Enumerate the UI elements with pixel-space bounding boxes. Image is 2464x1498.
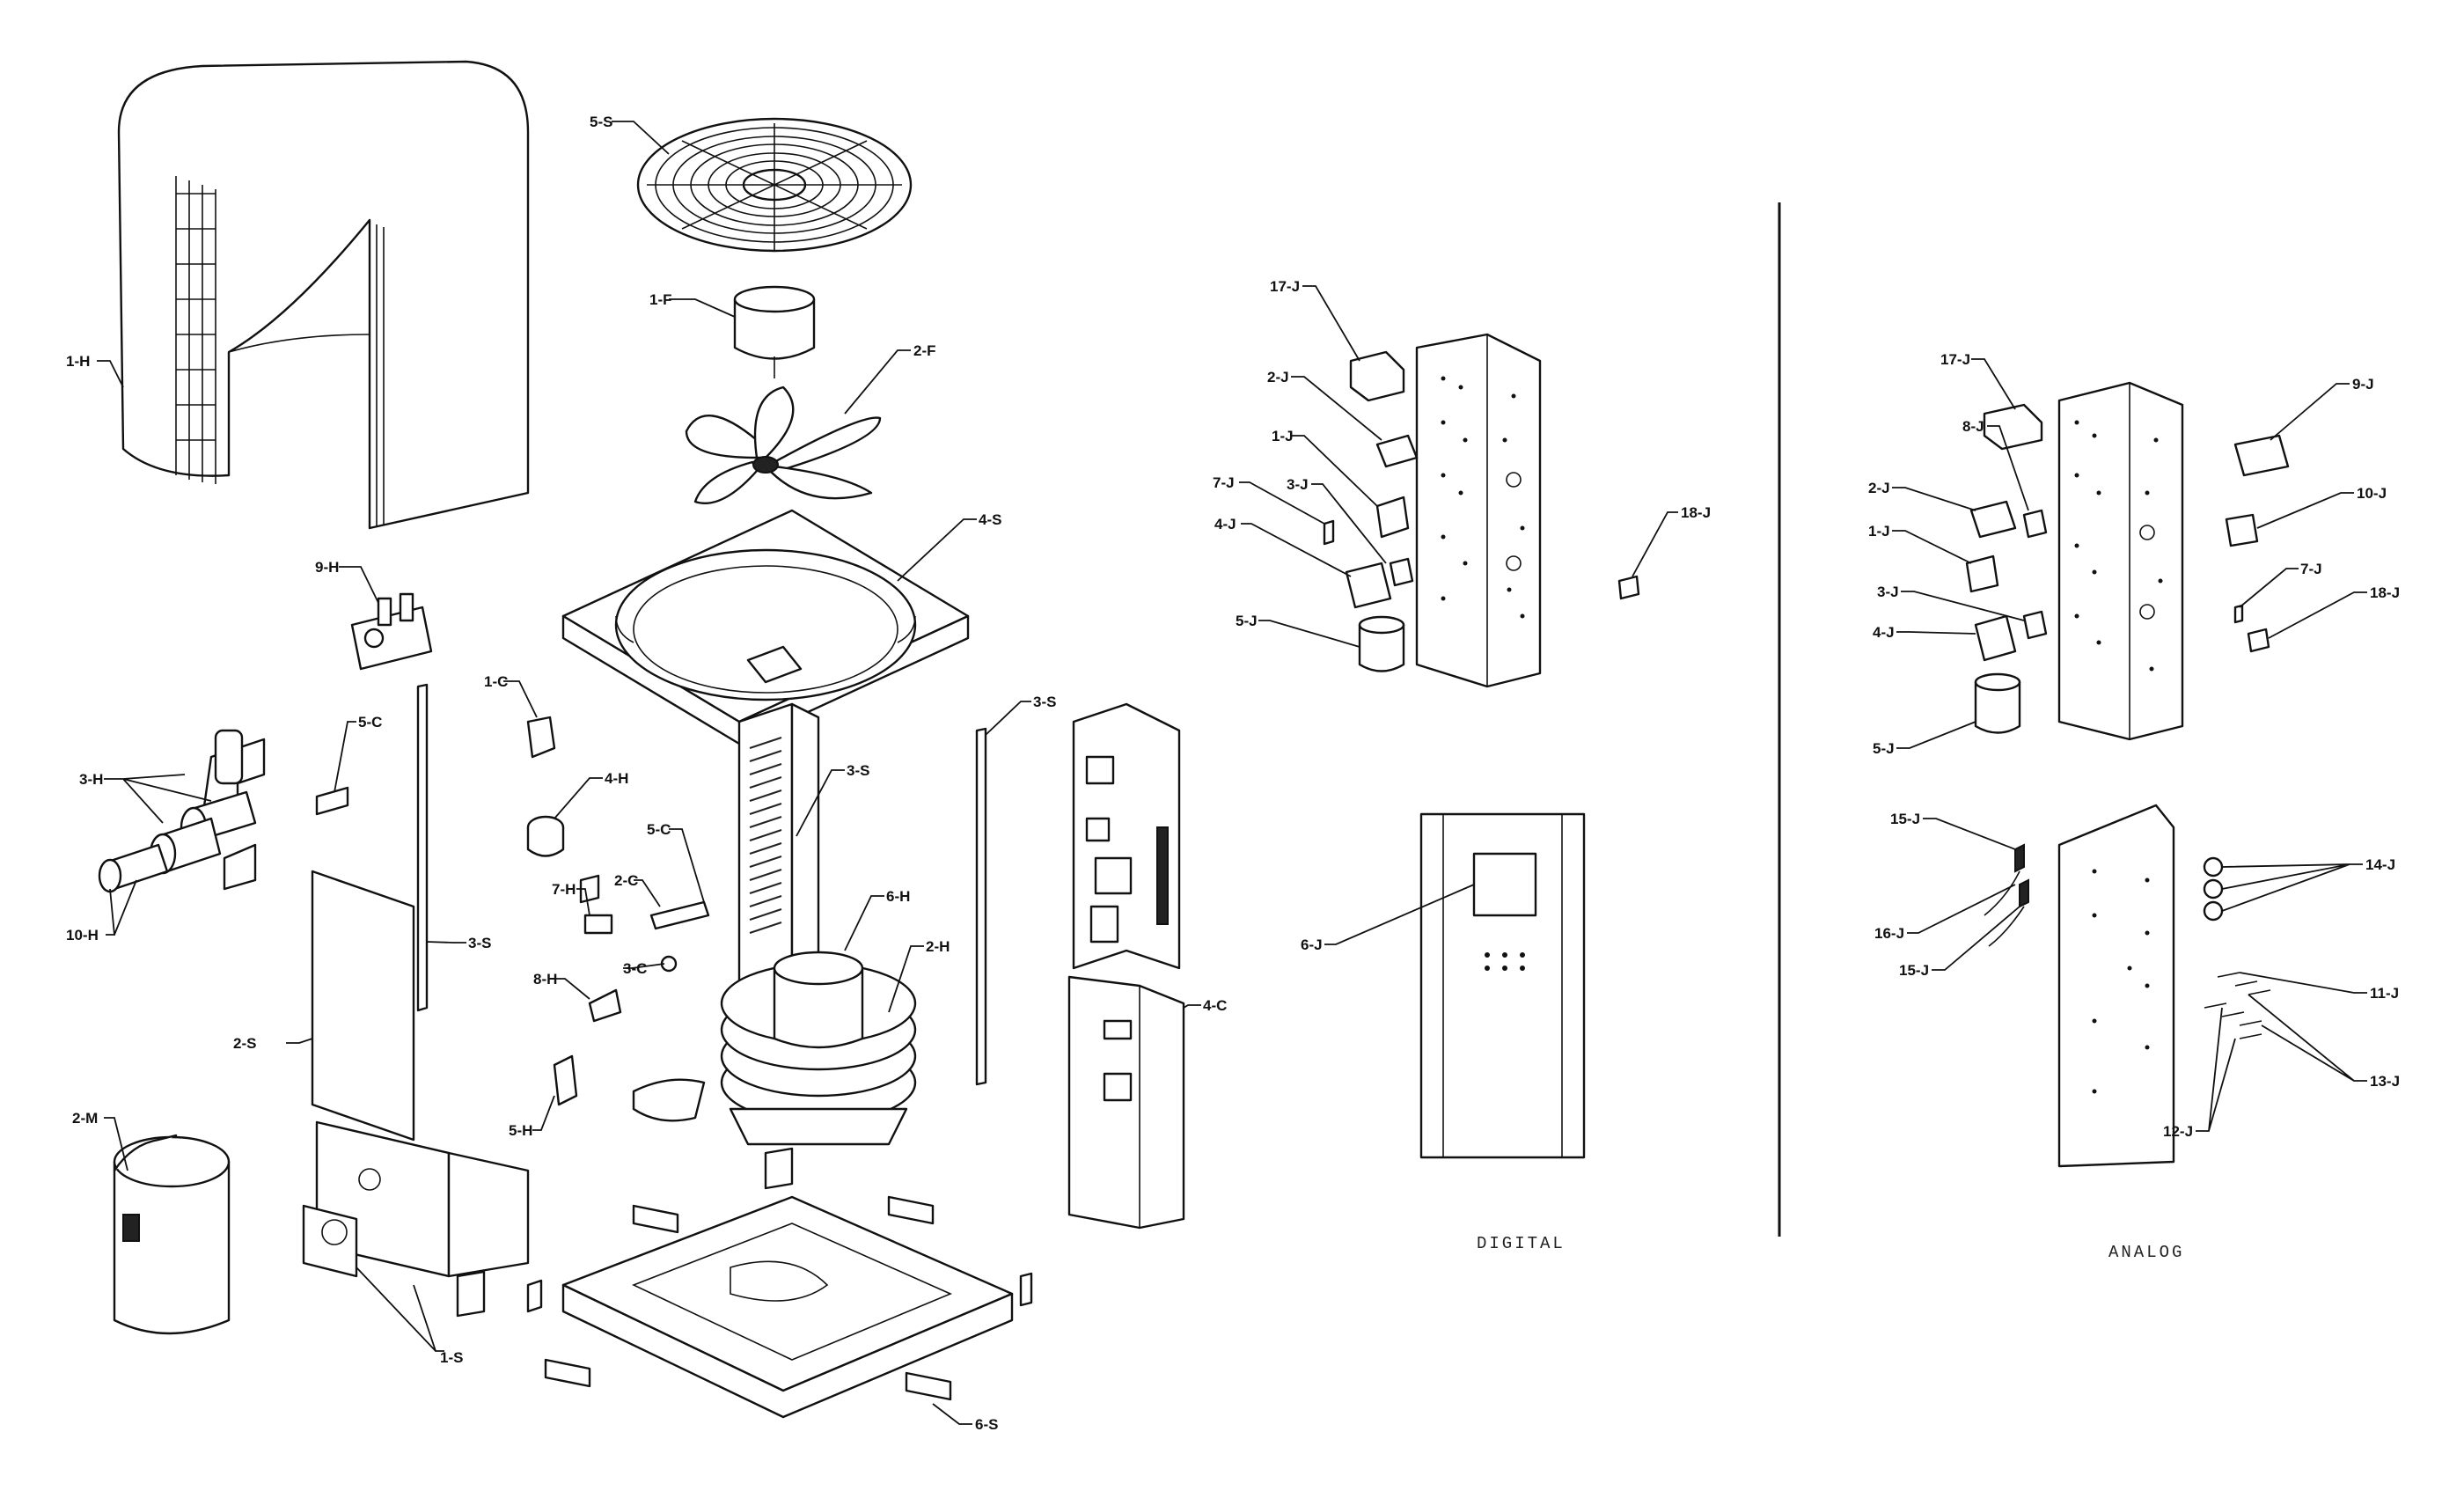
analog-panel-assembly (1965, 381, 2290, 1168)
control-box (1067, 702, 1185, 1230)
callout-a-3-j: 3-J (1877, 584, 1899, 600)
callout-8-h: 8-H (533, 971, 557, 988)
callout-3-c: 3-C (623, 960, 647, 977)
callout-2-c: 2-C (614, 872, 638, 889)
fan-motor (733, 285, 816, 378)
callout-a-15-j-bottom: 15-J (1899, 962, 1929, 979)
fan-blade (685, 386, 882, 504)
callout-a-15-j-top: 15-J (1890, 811, 1920, 827)
callout-a-8-j: 8-J (1962, 418, 1984, 435)
callout-a-18-j: 18-J (2370, 584, 2400, 601)
callout-d-3-j: 3-J (1287, 476, 1309, 493)
callout-1-f: 1-F (649, 291, 672, 308)
leader-lines (97, 121, 2367, 1425)
digital-caption: DIGITAL (1477, 1234, 1566, 1253)
callout-a-1-j: 1-J (1868, 523, 1890, 540)
callout-3-s-left: 3-S (468, 935, 491, 951)
callout-d-2-j: 2-J (1267, 369, 1289, 386)
callout-2-s: 2-S (233, 1035, 256, 1052)
water-header-pipes (98, 729, 266, 893)
callout-a-13-j: 13-J (2370, 1073, 2400, 1090)
callout-a-7-j: 7-J (2300, 561, 2322, 577)
callout-a-16-j: 16-J (1874, 925, 1904, 942)
callout-a-10-j: 10-J (2357, 485, 2387, 502)
callout-9-h: 9-H (315, 559, 339, 576)
callout-d-18-j: 18-J (1681, 504, 1711, 521)
callout-3-h: 3-H (79, 771, 103, 788)
callout-2-m: 2-M (72, 1110, 98, 1127)
analog-caption: ANALOG (2108, 1243, 2184, 1262)
callout-6-h: 6-H (886, 888, 910, 905)
callout-5-s: 5-S (590, 114, 612, 130)
callout-4-c: 4-C (1203, 997, 1227, 1014)
callout-a-11-j: 11-J (2370, 985, 2399, 1002)
callout-d-17-j: 17-J (1270, 278, 1300, 295)
refrigeration-small-parts (526, 716, 710, 1106)
service-valves (350, 592, 433, 671)
fan-guard (636, 117, 913, 253)
top-panel (561, 509, 970, 745)
callout-a-9-j: 9-J (2352, 376, 2374, 393)
left-rails (315, 683, 429, 1012)
callout-2-h: 2-H (926, 938, 950, 955)
callout-a-4-j: 4-J (1873, 624, 1895, 641)
callout-5-c-left: 5-C (358, 714, 382, 731)
compressor (113, 1134, 231, 1335)
callout-7-h: 7-H (552, 881, 576, 898)
rear-bracket-panels (302, 1120, 530, 1318)
evaporator-coil-cabinet (117, 60, 530, 530)
callout-1-c: 1-C (484, 673, 508, 690)
callout-3-s-right: 3-S (1033, 694, 1056, 710)
callout-3-s-center: 3-S (847, 762, 869, 779)
callout-4-h: 4-H (605, 770, 628, 787)
callout-labels: 1-H 5-S 1-F 2-F 4-S 9-H 1-C 3-H 5-C 4-H … (66, 114, 2400, 1433)
callout-2-f: 2-F (913, 342, 936, 359)
callout-d-5-j: 5-J (1236, 613, 1258, 629)
base-pan (526, 1147, 1033, 1419)
callout-1-h: 1-H (66, 353, 90, 370)
callout-5-c-center: 5-C (647, 821, 671, 838)
callout-a-12-j: 12-J (2163, 1123, 2193, 1140)
callout-5-h: 5-H (509, 1122, 532, 1139)
access-panel (311, 870, 415, 1142)
callout-a-2-j: 2-J (1868, 480, 1890, 496)
callout-d-6-j: 6-J (1301, 936, 1323, 953)
digital-panel-assembly (1323, 333, 1640, 1159)
callout-a-14-j: 14-J (2365, 856, 2395, 873)
right-rail (975, 727, 987, 1086)
callout-d-1-j: 1-J (1272, 428, 1294, 444)
callout-d-4-j: 4-J (1214, 516, 1236, 532)
callout-a-17-j: 17-J (1940, 351, 1970, 368)
heat-exchanger-coil (632, 951, 917, 1146)
callout-d-7-j: 7-J (1213, 474, 1235, 491)
callout-6-s: 6-S (975, 1416, 998, 1433)
callout-1-s: 1-S (440, 1349, 463, 1366)
callout-4-s: 4-S (979, 511, 1001, 528)
callout-a-5-j: 5-J (1873, 740, 1895, 757)
callout-10-h: 10-H (66, 927, 99, 944)
